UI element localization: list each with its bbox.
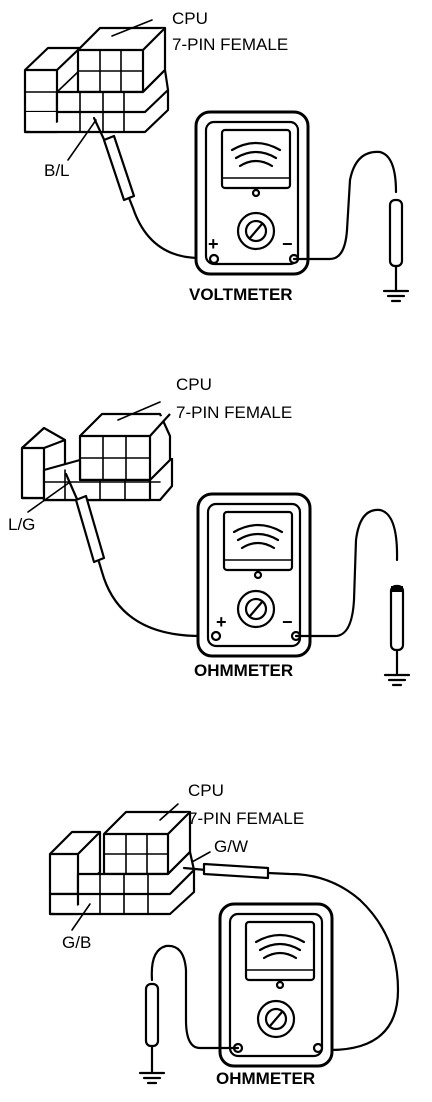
connector-subtitle-3: 7-PIN FEMALE: [188, 809, 304, 828]
connector-title-2: CPU: [176, 375, 212, 394]
cpu-connector-1: [23, 26, 170, 134]
wire-label-lg: L/G: [8, 515, 35, 534]
meter-label-ohmmeter-1: OHMMETER: [194, 661, 293, 680]
plus-terminal-2: +: [216, 612, 227, 632]
plus-terminal-1: +: [208, 234, 219, 254]
wire-label-gw: G/W: [214, 837, 248, 856]
panel-ohmmeter-2: CPU 7-PIN FEMALE G/W G/B OHMMETER: [48, 781, 400, 1088]
probe-red-1: [92, 116, 202, 260]
wire-label-gb: G/B: [62, 933, 91, 952]
probe-ground-1: [292, 150, 410, 303]
minus-terminal-1: −: [282, 234, 293, 254]
connector-title-3: CPU: [188, 781, 224, 800]
cpu-connector-2: [20, 412, 174, 502]
probe-red-2: [64, 472, 216, 638]
meter-label-ohmmeter-2: OHMMETER: [216, 1069, 315, 1088]
probe-ground-2: [294, 508, 411, 687]
connector-subtitle-1: 7-PIN FEMALE: [172, 35, 288, 54]
probe-ground-3: [138, 944, 240, 1085]
ohmmeter-1: + −: [196, 492, 312, 658]
ohmmeter-2: [218, 902, 334, 1068]
minus-terminal-2: −: [282, 612, 293, 632]
wire-label-bl: B/L: [44, 161, 70, 180]
meter-label-voltmeter: VOLTMETER: [189, 285, 293, 304]
panel-voltmeter: CPU 7-PIN FEMALE B/L + − VO: [23, 9, 410, 304]
probe-gw: [182, 862, 400, 1052]
voltmeter: + −: [194, 110, 310, 276]
panel-ohmmeter-1: CPU 7-PIN FEMALE L/G + − OHMMETER: [8, 375, 411, 687]
connector-title-1: CPU: [172, 9, 208, 28]
cpu-connector-3: [48, 810, 196, 916]
connector-subtitle-2: 7-PIN FEMALE: [176, 403, 292, 422]
